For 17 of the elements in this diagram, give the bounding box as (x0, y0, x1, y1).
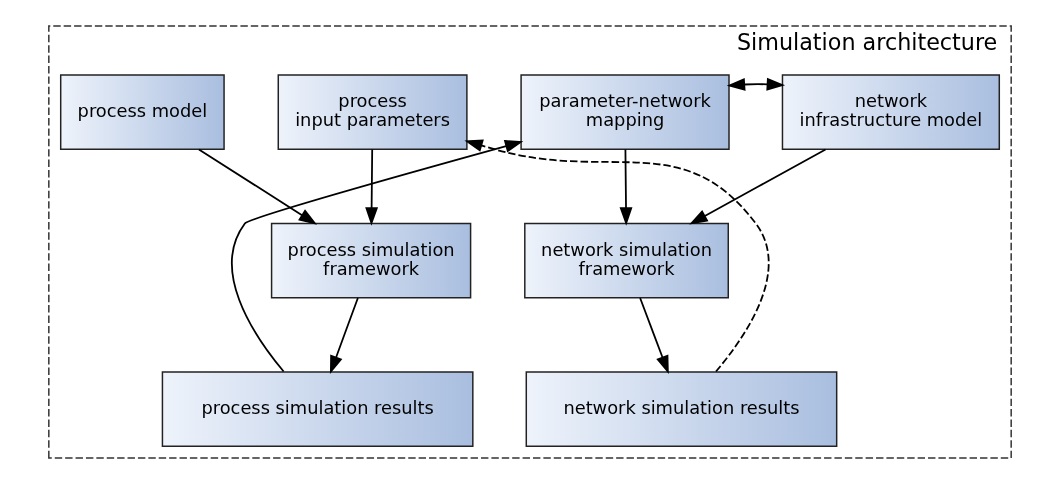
node-box: process simulation framework (270, 222, 471, 299)
arrow (197, 148, 317, 225)
arrow (688, 148, 826, 225)
arrow (364, 148, 378, 226)
node-box: process input parameters (277, 74, 468, 150)
arrow (329, 297, 359, 375)
node-box: parameter-network mapping (519, 74, 730, 150)
node-box: network simulation framework (523, 222, 729, 299)
node-box: network simulation results (525, 371, 837, 447)
arrow (463, 139, 770, 373)
node-box: process simulation results (161, 371, 474, 447)
arrow (230, 140, 523, 373)
node-box: network infrastructure model (781, 74, 1000, 150)
node-box: process model (59, 74, 225, 150)
arrow (726, 77, 785, 91)
arrow (619, 148, 632, 226)
arrow (638, 297, 669, 375)
